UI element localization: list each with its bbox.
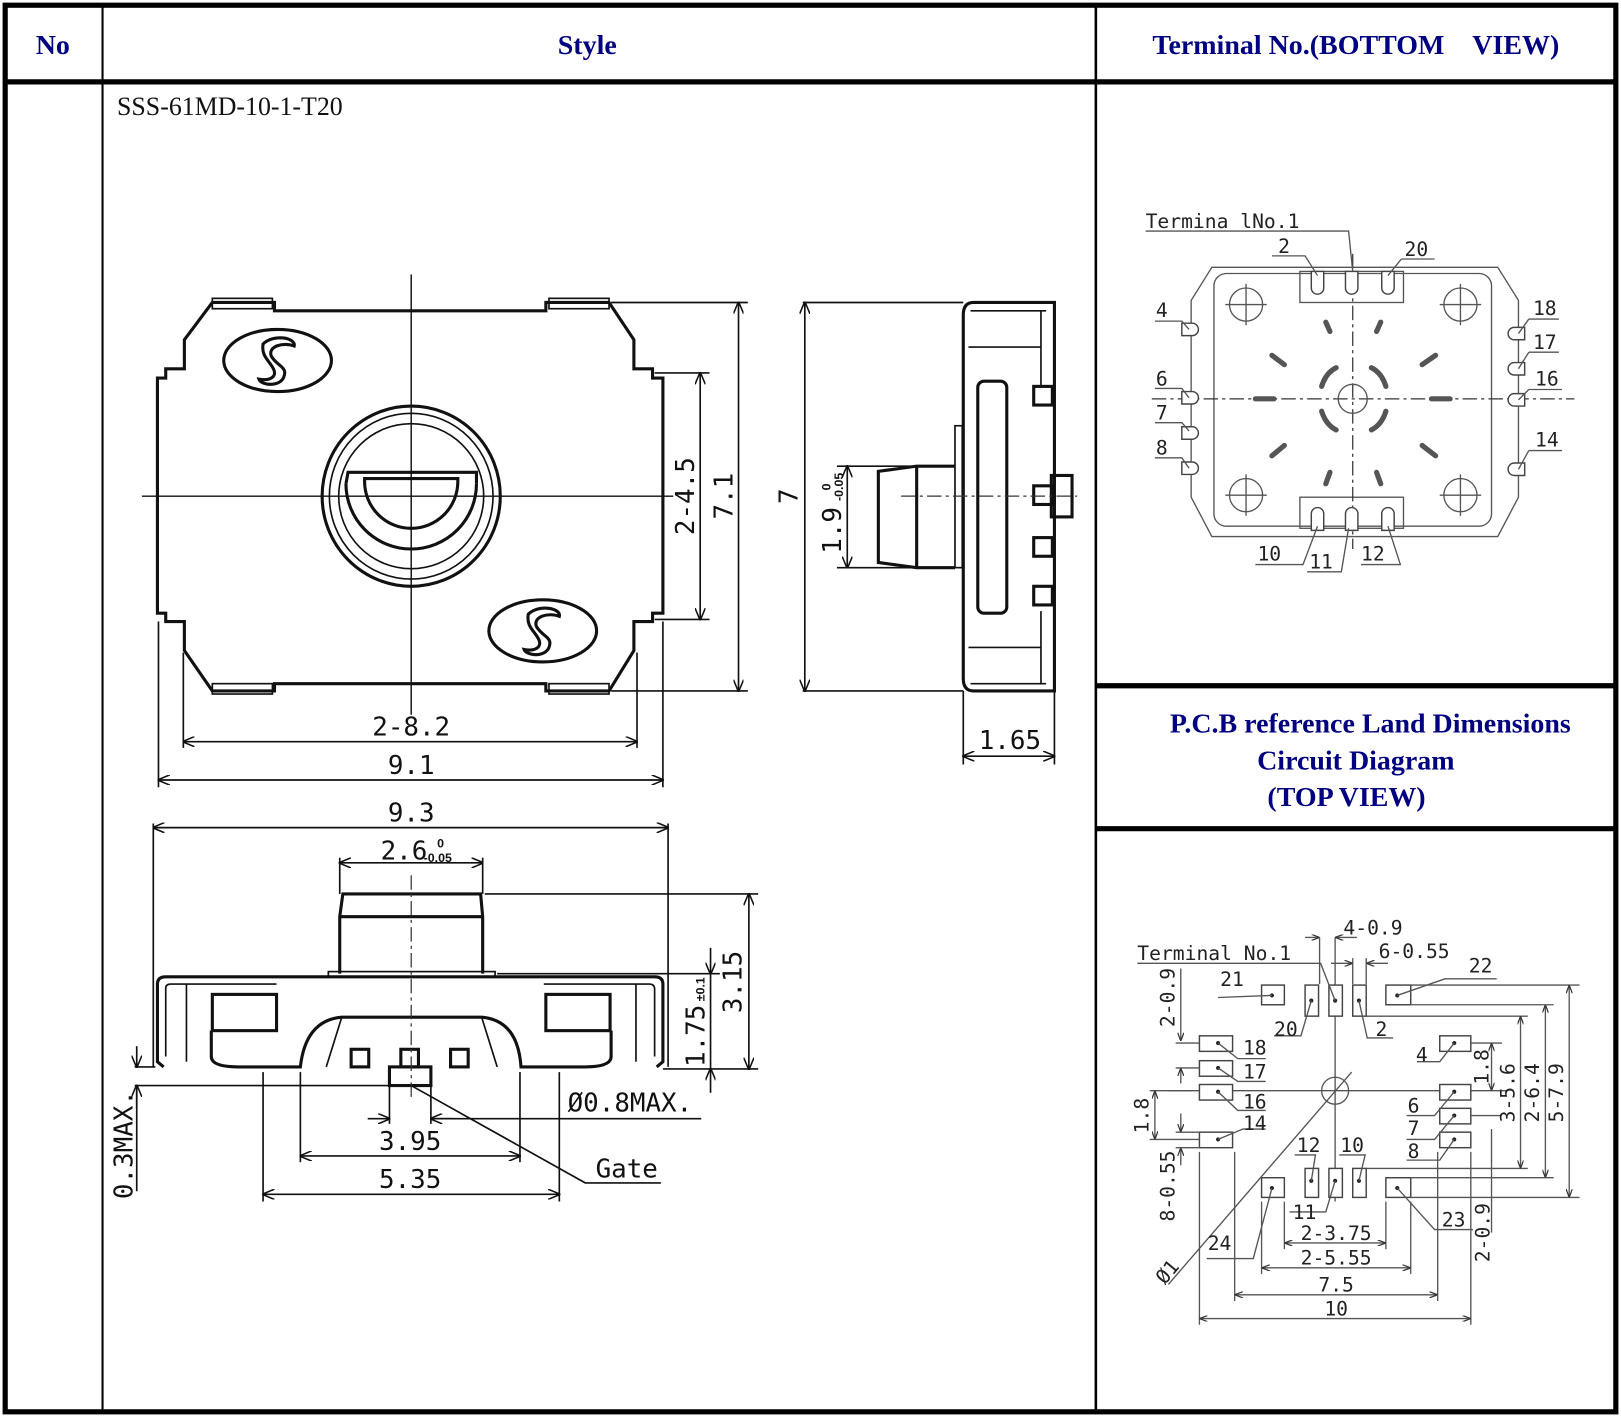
dim-1-8-right: 1.8 [1470,1049,1493,1085]
pad-label: 20 [1274,1018,1298,1041]
dim-7-5: 7.5 [1318,1274,1354,1297]
terminal-label: 10 [1257,542,1281,565]
brand-logo-icon [222,327,334,394]
dim-2-6-tol-lower: -0.05 [424,851,452,865]
header-style: Style [558,30,617,61]
pcb-terminal-no1-label: Terminal No.1 [1137,942,1291,965]
brand-logo-icon [487,598,599,664]
pad-label: 8 [1408,1140,1420,1163]
dim-2-4-5: 2-4.5 [671,457,701,535]
dim-1-9-tol-upper: 0 [820,483,834,490]
dim-1-75-tol: ±0.1 [693,977,707,1001]
pad-label: 10 [1340,1134,1364,1157]
dim-2-6-tol-upper: 0 [437,836,444,850]
terminal-label: 18 [1533,297,1557,320]
pad-label: 11 [1293,1201,1317,1224]
terminal-label: 16 [1535,367,1559,390]
dim-7-1: 7.1 [709,473,739,520]
pcb-land-drawing [1137,937,1580,1325]
dim-1-65: 1.65 [979,726,1041,756]
dim-2-5-55: 2-5.55 [1301,1247,1372,1270]
gate-label: Gate [596,1155,658,1185]
pcb-title-line1: P.C.B reference Land Dimensions [1170,708,1571,739]
pad-label: 16 [1243,1090,1267,1113]
terminal-label: 12 [1361,542,1385,565]
pad-label: 24 [1208,1232,1232,1255]
dim-2-8-2: 2-8.2 [372,712,450,742]
dim-5-35: 5.35 [379,1165,441,1195]
pad-label: 2 [1376,1018,1388,1041]
terminal-label: 7 [1156,402,1168,425]
pad-label: 22 [1469,955,1493,978]
header-no: No [36,30,70,61]
terminal-no1-label: Termina lNo.1 [1146,210,1300,233]
pcb-title-line2: Circuit Diagram [1257,746,1454,777]
dim-1-75: 1.75 [681,1005,711,1067]
pad-label: 12 [1297,1134,1321,1157]
pad-label: 18 [1243,1036,1267,1059]
dim-2-0-9-right: 2-0.9 [1471,1203,1494,1262]
terminal-label: 4 [1156,299,1168,322]
pad-label: 7 [1408,1117,1420,1140]
dim-10: 10 [1324,1297,1348,1320]
pad-label: 23 [1442,1208,1466,1231]
dim-9-3: 9.3 [388,798,435,828]
terminal-bottom-view-drawing [1145,230,1575,573]
dim-4-0-9: 4-0.9 [1343,916,1402,939]
dim-0-3max: 0.3MAX. [110,1090,140,1199]
dim-2-3-75: 2-3.75 [1301,1222,1372,1245]
terminal-label: 14 [1535,428,1559,451]
dim-phi1: Ø1 [1151,1255,1184,1288]
dim-1-9: 1.9 [818,507,848,554]
front-view-drawing [135,823,759,1202]
dim-1-9-tol-lower: -0.05 [832,473,846,501]
model-number: SSS-61MD-10-1-T20 [117,92,343,121]
pad-label: 4 [1416,1044,1428,1067]
terminal-label: 8 [1156,437,1168,460]
dim-3-15: 3.15 [719,951,749,1013]
dim-0-8max: Ø0.8MAX. [568,1088,693,1118]
pad-label: 21 [1220,968,1244,991]
dim-2-0-9-left: 2-0.9 [1157,968,1180,1027]
terminal-label: 6 [1156,367,1168,390]
dim-3-5-6: 3-5.6 [1496,1063,1519,1122]
top-view-drawing [141,274,748,788]
pad-label: 14 [1243,1112,1267,1135]
dim-5-7-9: 5-7.9 [1545,1063,1568,1122]
dim-7: 7 [775,488,805,504]
side-view-drawing [803,300,1078,765]
dim-6-0-55: 6-0.55 [1379,940,1450,963]
terminal-label: 11 [1309,551,1333,574]
dim-2-6: 2.6 [381,837,428,867]
dim-1-8-left: 1.8 [1131,1098,1154,1134]
pad-label: 6 [1408,1094,1420,1117]
dim-9-1: 9.1 [388,751,435,781]
pad-label: 17 [1243,1060,1267,1083]
header-terminal: Terminal No.(BOTTOM VIEW) [1152,30,1559,61]
terminal-label: 17 [1533,331,1557,354]
terminal-label: 2 [1278,235,1290,258]
dim-2-6-4: 2-6.4 [1521,1063,1544,1122]
dim-3-95: 3.95 [379,1127,441,1157]
dim-8-0-55: 8-0.55 [1157,1151,1180,1222]
terminal-label: 20 [1405,238,1429,261]
pcb-title-line3: (TOP VIEW) [1267,782,1425,813]
